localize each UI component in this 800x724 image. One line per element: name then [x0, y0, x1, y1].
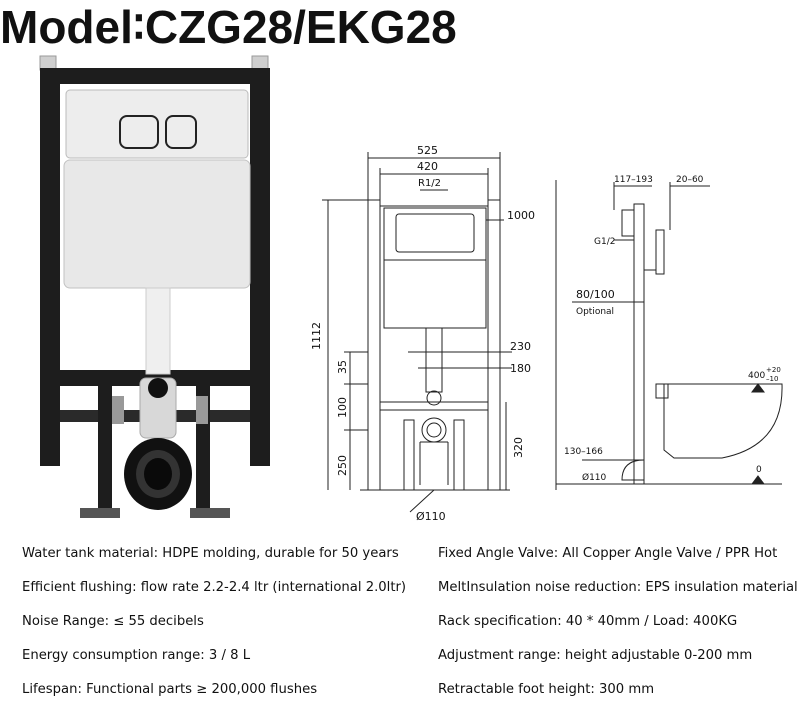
spec-right-item: Fixed Angle Valve: All Copper Angle Valv… — [438, 546, 778, 561]
dim-depth: 80/100 — [576, 288, 615, 301]
dim-250: 250 — [336, 455, 349, 476]
dim-top-range: 117–193 — [614, 175, 653, 185]
dim-height-main: 400 — [748, 371, 765, 381]
dim-pipe-range: 130–166 — [564, 447, 603, 457]
dim-height-plus: +20 — [766, 366, 781, 374]
spec-left-item: Energy consumption range: 3 / 8 L — [22, 648, 251, 663]
spec-left-item: Efficient flushing: flow rate 2.2-2.4 lt… — [22, 580, 407, 595]
dim-pipe-dia: Ø110 — [416, 510, 446, 523]
spec-right-item: MeltInsulation noise reduction: EPS insu… — [438, 580, 798, 595]
dim-35: 35 — [336, 360, 349, 374]
dim-top-level: 1000 — [507, 209, 535, 222]
dim-wall-range: 20–60 — [676, 175, 704, 185]
spec-right-item: Retractable foot height: 300 mm — [438, 682, 655, 697]
spec-right-item: Rack specification: 40 * 40mm / Load: 40… — [438, 614, 738, 629]
dim-180: 180 — [510, 362, 531, 375]
dim-depth-note: Optional — [576, 307, 614, 317]
dim-230: 230 — [510, 340, 531, 353]
dim-height-total: 1112 — [310, 322, 323, 350]
model-title: Model∶CZG28/EKG28 — [0, 1, 457, 53]
dim-100: 100 — [336, 397, 349, 418]
dim-width-inner: 420 — [417, 160, 438, 173]
spec-left-item: Noise Range: ≤ 55 decibels — [22, 614, 204, 629]
spec-right-item: Adjustment range: height adjustable 0-20… — [438, 648, 753, 663]
dim-320: 320 — [512, 437, 525, 458]
side-view-drawing: 117–193 20–60 G1/2 80/100 Optional 400 +… — [555, 175, 783, 490]
dim-height-minus: –10 — [766, 375, 778, 383]
product-photo — [39, 55, 270, 518]
front-view-drawing: 525 420 R1/2 1112 1000 230 35 180 100 32… — [310, 144, 535, 523]
dim-inlet-thread: G1/2 — [594, 237, 615, 247]
dim-width-outer: 525 — [417, 144, 438, 157]
dim-floor: 0 — [756, 465, 762, 475]
dim-inlet: R1/2 — [418, 178, 441, 189]
spec-left-item: Lifespan: Functional parts ≥ 200,000 flu… — [22, 682, 318, 697]
dim-pipe-dia: Ø110 — [582, 472, 607, 483]
spec-left-item: Water tank material: HDPE molding, durab… — [22, 546, 399, 561]
